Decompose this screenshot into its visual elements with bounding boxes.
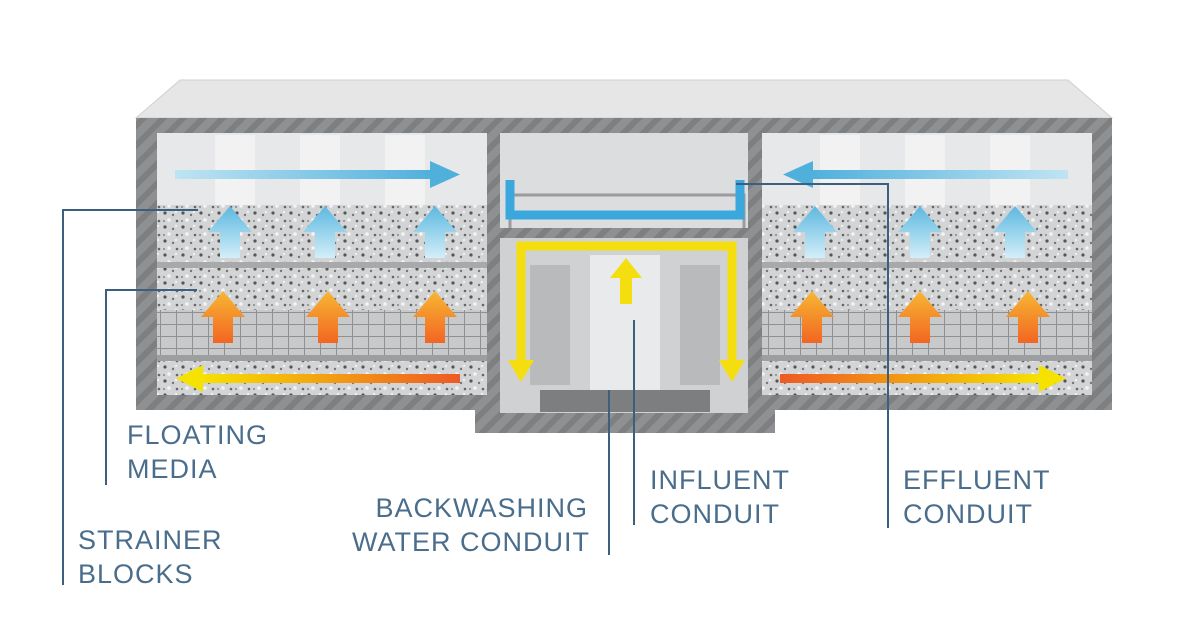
clean-up-arrows bbox=[208, 206, 1037, 258]
influent-up-arrow bbox=[610, 258, 642, 304]
label-strainer-blocks: STRAINER BLOCKS bbox=[78, 525, 223, 589]
label-effluent-conduit: EFFLUENT CONDUIT bbox=[903, 465, 1051, 529]
label-floating-media: FLOATING MEDIA bbox=[127, 420, 269, 484]
backwash-flow-arrow-left bbox=[176, 365, 460, 392]
filtered-flow-arrow-left bbox=[175, 161, 460, 188]
roof-slab bbox=[134, 79, 1114, 119]
dirty-up-arrows bbox=[201, 291, 1050, 343]
label-backwashing-water-conduit: BACKWASHING WATER CONDUIT bbox=[352, 493, 590, 557]
filtered-flow-arrow-right bbox=[783, 161, 1068, 188]
effluent-trough bbox=[505, 180, 745, 220]
leader-line-floating-media bbox=[105, 289, 197, 485]
leader-line-strainer-blocks bbox=[62, 209, 198, 585]
label-influent-conduit: INFLUENT CONDUIT bbox=[650, 465, 791, 529]
backwash-flow-arrow-right bbox=[780, 365, 1066, 392]
leader-line-effluent bbox=[736, 183, 889, 528]
influent-flow-path bbox=[508, 241, 745, 382]
